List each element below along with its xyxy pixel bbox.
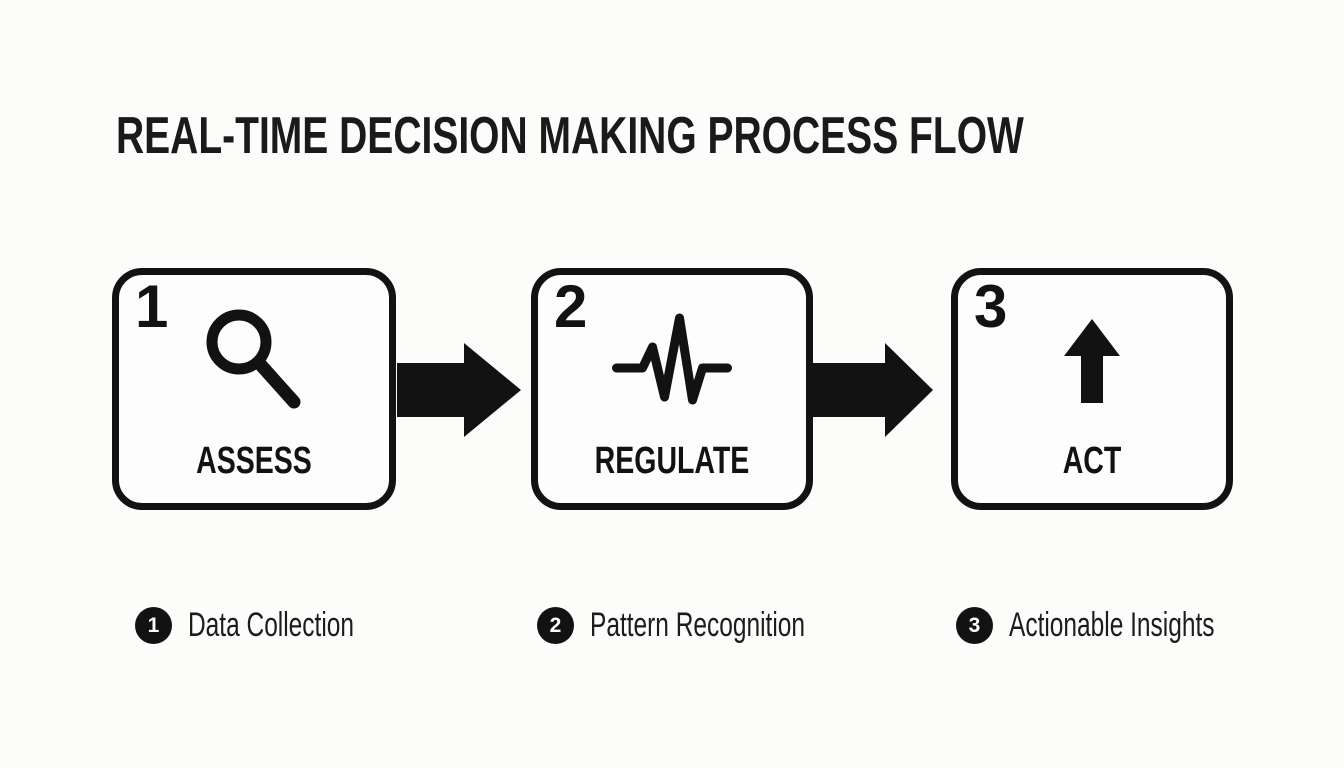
magnifier-icon [205, 308, 303, 417]
step-number: 3 [974, 273, 1008, 340]
legend-label: Data Collection [188, 606, 355, 644]
legend-number-badge: 1 [135, 607, 172, 644]
legend-label: Actionable Insights [1009, 606, 1215, 644]
legend-item: 2 Pattern Recognition [537, 606, 889, 644]
page-title: REAL-TIME DECISION MAKING PROCESS FLOW [116, 107, 1024, 165]
step-number: 1 [135, 273, 169, 340]
legend-number-badge: 3 [956, 607, 993, 644]
legend-item: 3 Actionable Insights [956, 606, 1294, 644]
flow-arrow-icon [813, 343, 933, 437]
step-label: ACT [1062, 440, 1122, 482]
legend-item: 1 Data Collection [135, 606, 419, 644]
arrow-up-icon [1064, 319, 1120, 408]
step-box-act: 3 ACT [951, 268, 1233, 510]
legend-label: Pattern Recognition [590, 606, 806, 644]
step-label: ASSESS [196, 440, 312, 482]
legend-number-badge: 2 [537, 607, 574, 644]
step-number: 2 [554, 273, 588, 340]
step-box-regulate: 2 REGULATE [531, 268, 813, 510]
waveform-icon [612, 312, 733, 411]
step-box-assess: 1 ASSESS [112, 268, 396, 510]
step-label: REGULATE [594, 440, 750, 482]
flow-arrow-icon [397, 343, 521, 437]
